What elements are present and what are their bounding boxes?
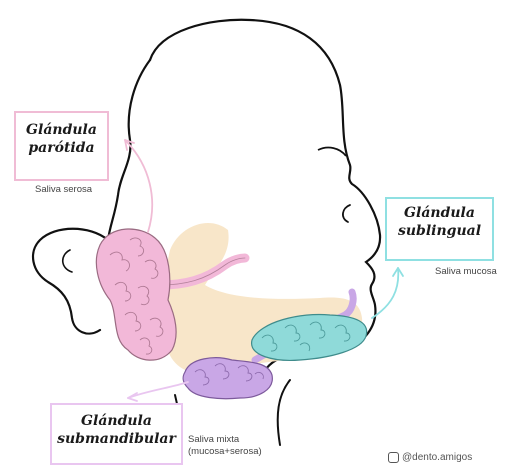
credit-handle: @dento.amigos — [402, 452, 472, 463]
submandibular-gland — [183, 358, 272, 399]
eye-brow — [318, 148, 346, 156]
submandibular-label-box: Glándula submandibular — [50, 403, 183, 465]
parotid-label-line1: Glándula — [16, 122, 107, 140]
parotid-gland — [96, 229, 176, 360]
sublingual-note: Saliva mucosa — [435, 266, 497, 278]
sublingual-label-box: Glándula sublingual — [385, 197, 494, 261]
submandibular-label-line1: Glándula — [52, 413, 181, 431]
parotid-note: Saliva serosa — [35, 184, 92, 196]
ear-outline — [33, 229, 108, 334]
sublingual-arrow — [372, 268, 403, 318]
submandibular-note-line1: Saliva mixta — [188, 434, 262, 446]
instagram-icon — [388, 452, 399, 463]
parotid-label-box: Glándula parótida — [14, 111, 109, 181]
sublingual-label-line1: Glándula — [387, 205, 492, 223]
parotid-label-line2: parótida — [16, 140, 107, 158]
back-of-head-outline — [108, 60, 150, 240]
submandibular-label-line2: submandibular — [52, 431, 181, 449]
nostril — [343, 205, 350, 222]
submandibular-note-line2: (mucosa+serosa) — [188, 446, 262, 458]
neck-line — [278, 380, 290, 445]
submandibular-note: Saliva mixta (mucosa+serosa) — [188, 434, 262, 458]
credit: @dento.amigos — [388, 452, 472, 463]
submandibular-arrow — [128, 382, 188, 401]
sublingual-label-line2: sublingual — [387, 223, 492, 241]
ear-inner — [63, 250, 72, 272]
